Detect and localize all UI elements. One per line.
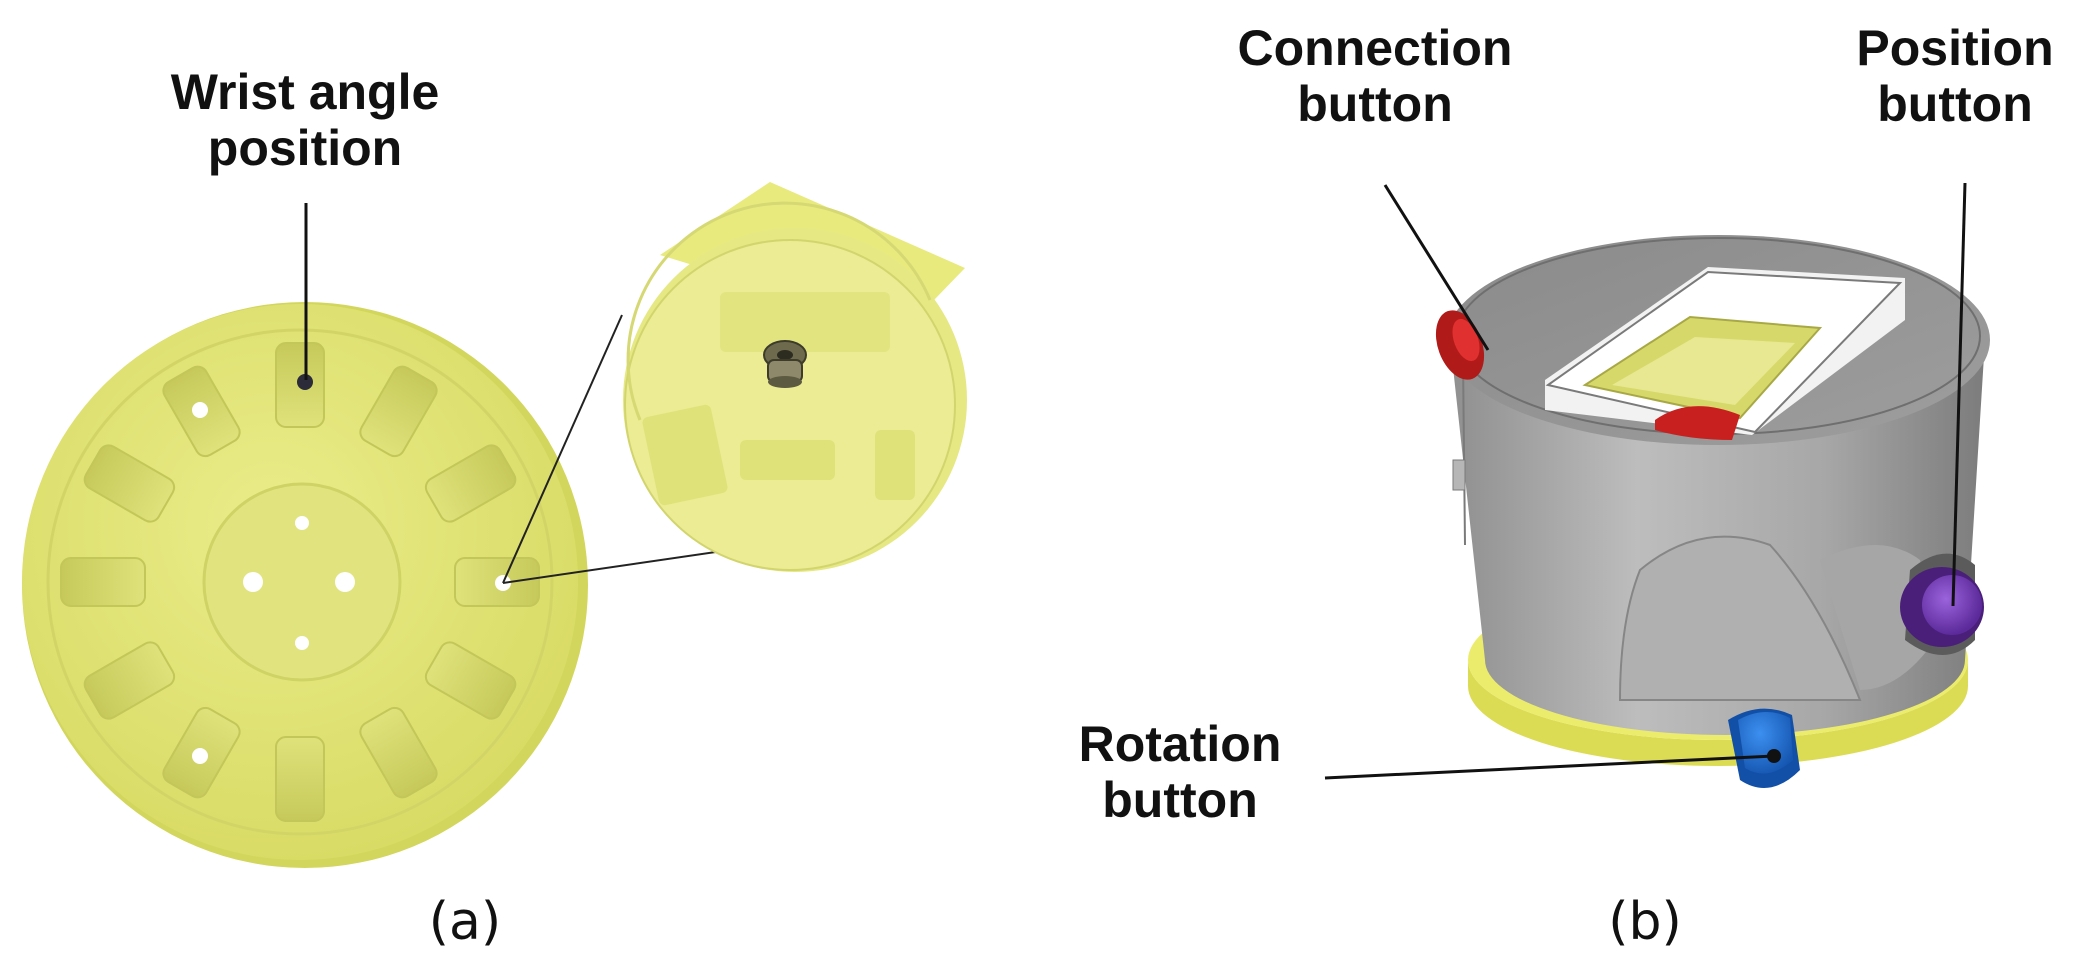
panel-b xyxy=(1324,182,1990,788)
wrist-angle-label-line2: position xyxy=(207,120,403,176)
panel-a xyxy=(22,182,967,868)
rotation-button-label: Rotation button xyxy=(1040,716,1320,828)
position-label-line1: Position xyxy=(1856,20,2054,76)
connection-button-icon xyxy=(1435,310,1485,380)
connection-label-line2: button xyxy=(1297,76,1453,132)
rotation-label-line2: button xyxy=(1102,772,1258,828)
red-internal-part xyxy=(1655,406,1740,440)
screw-icon xyxy=(763,340,807,388)
wrist-angle-marker xyxy=(297,374,313,390)
device-housing xyxy=(1446,235,1990,735)
zoom-detail xyxy=(623,182,967,572)
rotation-label-line1: Rotation xyxy=(1078,716,1282,772)
caption-b: (b) xyxy=(1608,892,1682,952)
position-label-line2: button xyxy=(1877,76,2033,132)
wrist-angle-label: Wrist angle position xyxy=(125,64,485,176)
wrist-plate xyxy=(22,302,588,868)
position-button-label: Position button xyxy=(1830,20,2080,132)
rotation-button-icon xyxy=(1728,708,1800,788)
wrist-angle-label-line1: Wrist angle xyxy=(170,64,440,120)
connection-button-label: Connection button xyxy=(1180,20,1570,132)
caption-a: (a) xyxy=(428,892,502,952)
position-button-icon xyxy=(1900,553,1984,655)
connection-label-line1: Connection xyxy=(1237,20,1513,76)
